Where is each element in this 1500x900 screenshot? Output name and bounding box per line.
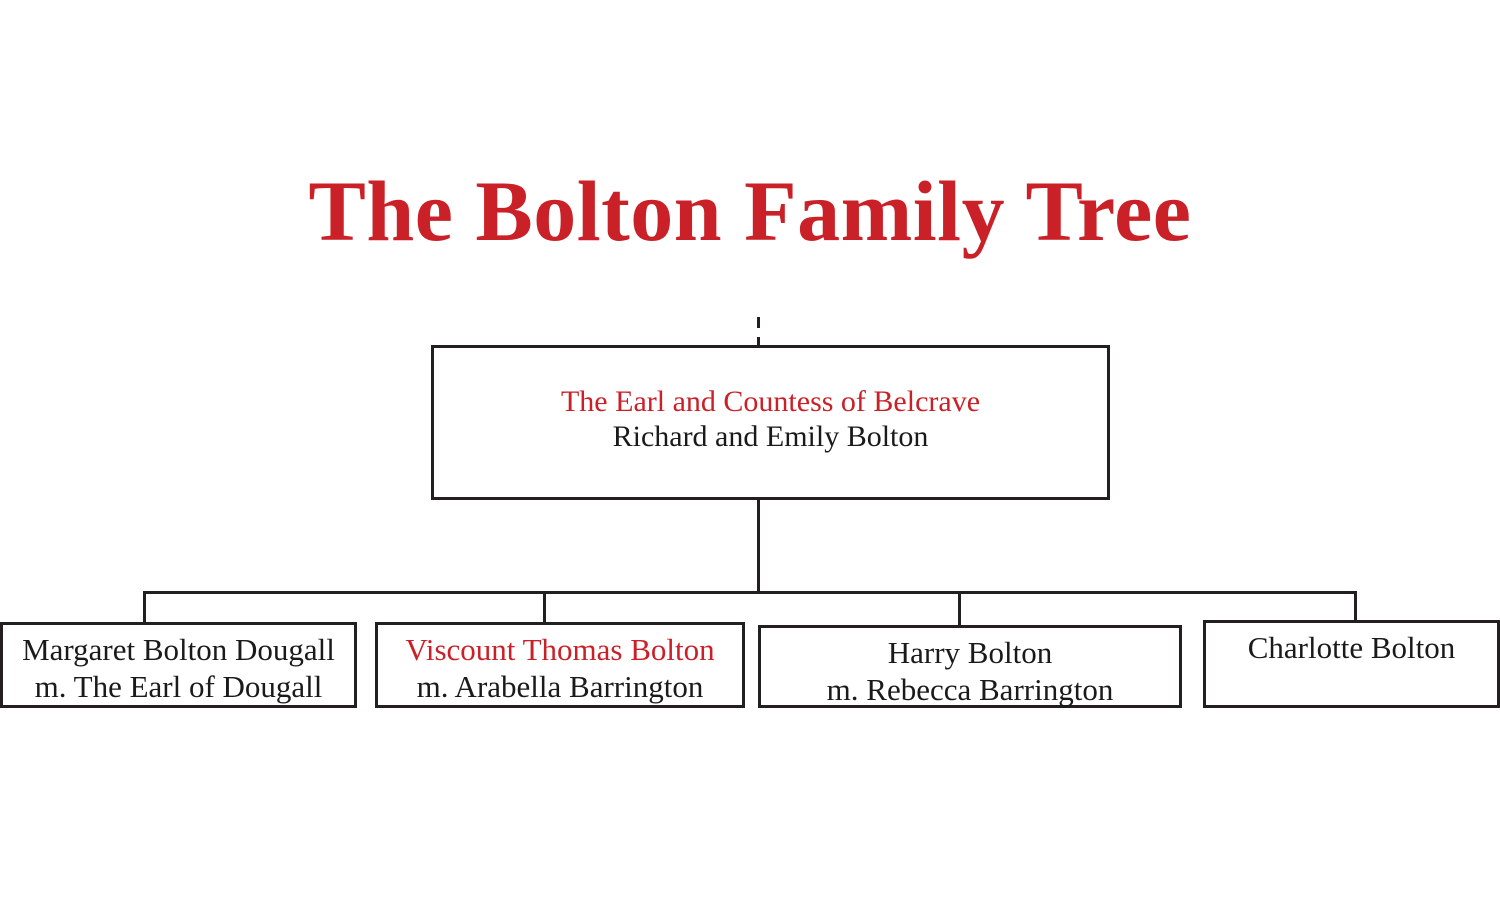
root-stem-connector [757,499,760,593]
child-2-name-line: Viscount Thomas Bolton [405,632,715,667]
node-child-charlotte-bolton[interactable]: Charlotte Bolton [1203,620,1500,708]
child-drop-connector-4 [1354,591,1357,622]
child-1-name-line: Margaret Bolton Dougall [22,632,335,667]
root-title-line: The Earl and Countess of Belcrave [560,385,981,418]
page-title: The Bolton Family Tree [308,163,1192,259]
child-1-marriage-line: m. The Earl of Dougall [34,668,323,704]
child-drop-connector-2 [543,591,546,624]
node-child-margaret-bolton-dougall[interactable]: Margaret Bolton Dougall m. The Earl of D… [0,622,357,708]
child-drop-connector-1 [143,591,146,624]
child-drop-connector-3 [958,591,961,627]
child-4-name-line: Charlotte Bolton [1247,630,1456,665]
child-3-name-line: Harry Bolton [887,635,1053,670]
child-3-marriage-line: m. Rebecca Barrington [826,671,1114,707]
sibling-horizontal-connector [143,591,1357,594]
root-name-line: Richard and Emily Bolton [612,420,929,454]
node-child-viscount-thomas-bolton[interactable]: Viscount Thomas Bolton m. Arabella Barri… [375,622,745,708]
child-2-marriage-line: m. Arabella Barrington [416,668,704,704]
node-child-harry-bolton[interactable]: Harry Bolton m. Rebecca Barrington [758,625,1182,708]
node-root-earl-and-countess[interactable]: The Earl and Countess of Belcrave Richar… [431,345,1110,500]
